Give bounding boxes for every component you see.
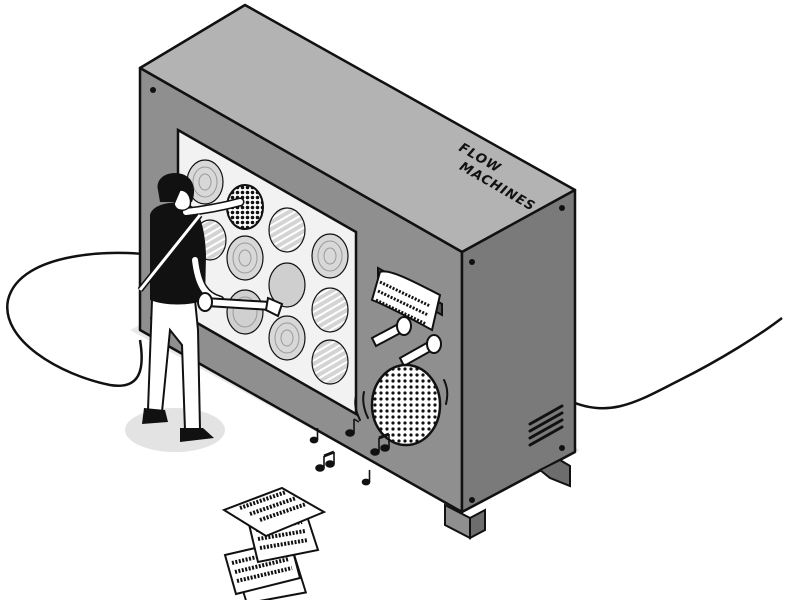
disc bbox=[311, 339, 349, 385]
disc bbox=[311, 287, 349, 333]
person-shoe-left bbox=[142, 408, 168, 424]
side-vents bbox=[528, 404, 564, 447]
speaker-grille-icon bbox=[370, 363, 442, 447]
disc bbox=[311, 233, 349, 279]
floor-sheet-music bbox=[221, 486, 327, 600]
right-cable bbox=[567, 317, 783, 410]
speaker-vibration-lines bbox=[354, 379, 449, 421]
machine-foot-back bbox=[538, 458, 571, 488]
sheet-music-icon bbox=[370, 270, 442, 332]
music-note-icon bbox=[309, 418, 390, 486]
person-shoe-right bbox=[180, 428, 214, 442]
disc bbox=[226, 235, 264, 281]
left-cable bbox=[6, 251, 151, 388]
machine-foot-front-side bbox=[469, 508, 486, 540]
knob-upper[interactable] bbox=[370, 316, 412, 348]
disc-rings bbox=[192, 166, 343, 354]
machine-side bbox=[460, 188, 577, 514]
person-shadow bbox=[125, 408, 225, 452]
guitarist-figure bbox=[137, 172, 284, 442]
disc bbox=[268, 262, 306, 308]
person-face bbox=[173, 189, 192, 211]
knob-lower[interactable] bbox=[398, 334, 442, 368]
disc bbox=[268, 315, 306, 361]
disc bbox=[268, 207, 306, 253]
guitar-icon bbox=[197, 292, 284, 318]
